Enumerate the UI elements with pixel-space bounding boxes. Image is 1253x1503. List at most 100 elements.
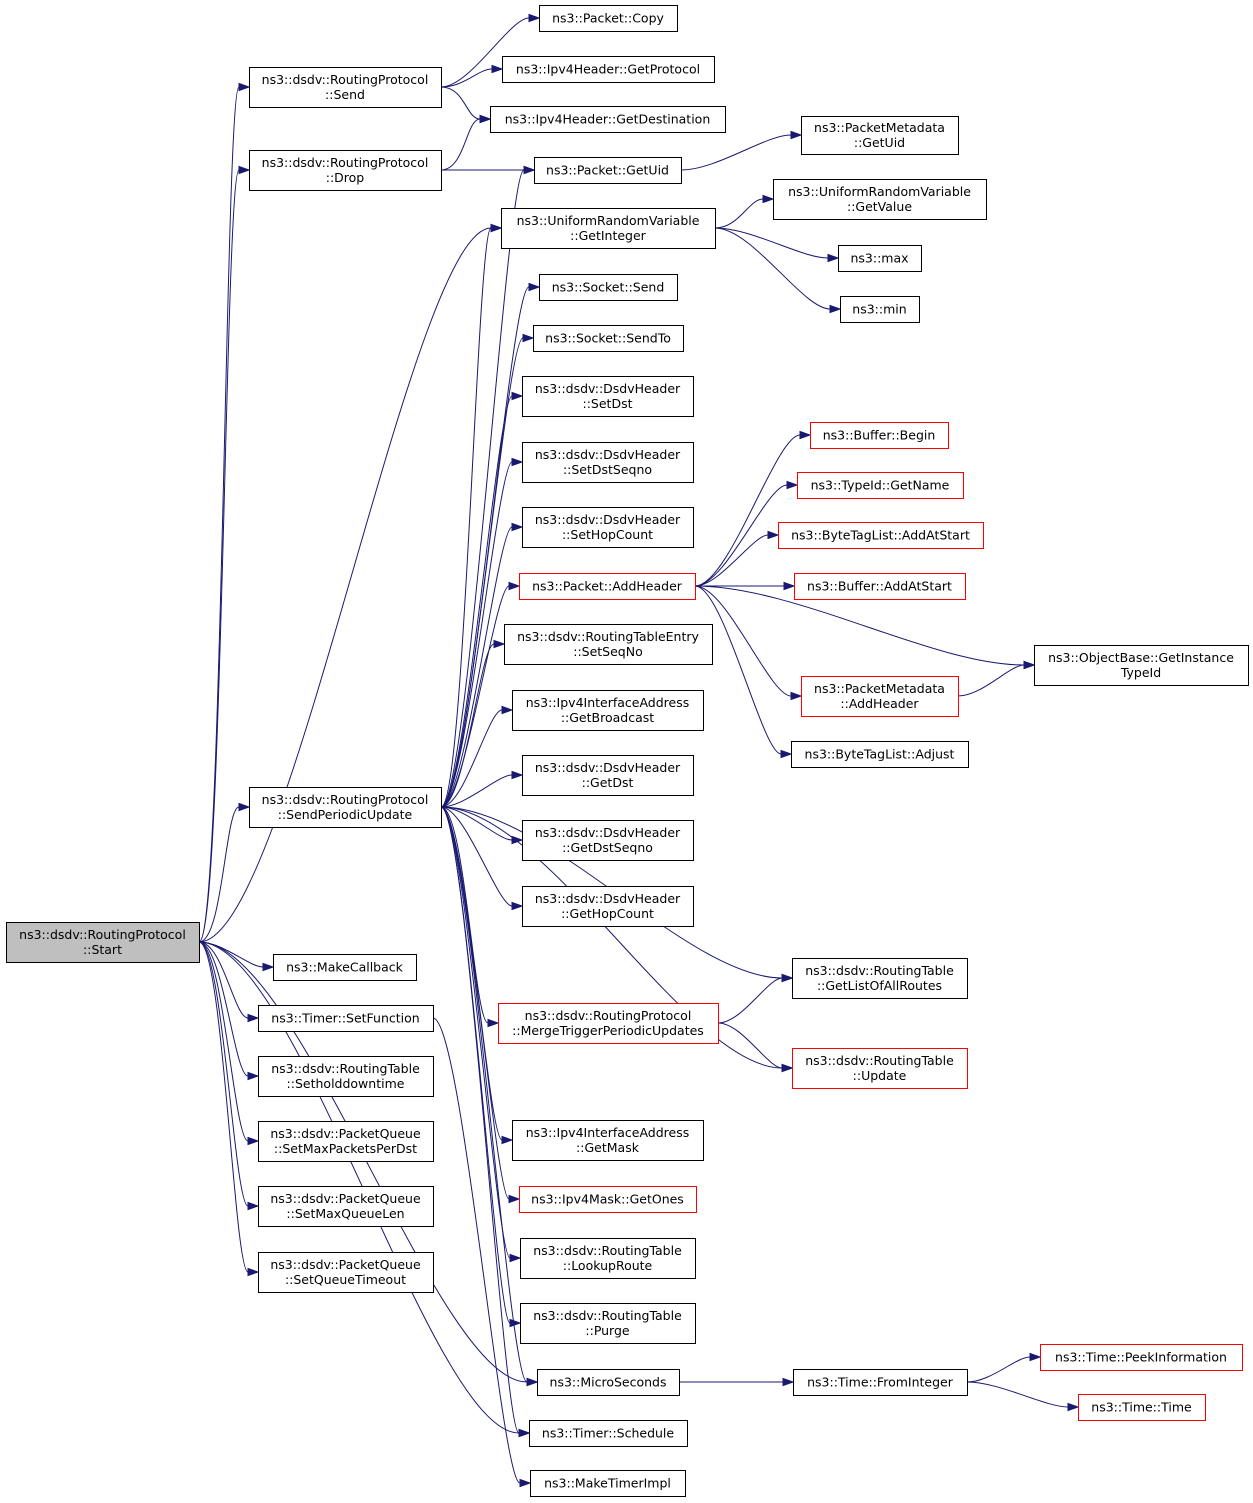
node-mkcb[interactable]: ns3::MakeCallback bbox=[273, 954, 417, 981]
node-bufstart[interactable]: ns3::Buffer::AddAtStart bbox=[794, 573, 966, 600]
node-micro[interactable]: ns3::MicroSeconds bbox=[537, 1369, 680, 1396]
edge-line bbox=[694, 585, 792, 697]
node-sched[interactable]: ns3::Timer::Schedule bbox=[529, 1420, 688, 1447]
node-label: ns3::Time::Time bbox=[1091, 1400, 1192, 1415]
node-box bbox=[773, 179, 987, 220]
node-btladj[interactable]: ns3::ByteTagList::Adjust bbox=[791, 741, 969, 768]
node-box bbox=[504, 624, 713, 665]
node-getdst[interactable]: ns3::dsdv::DsdvHeader::GetDst bbox=[522, 755, 694, 796]
node-bufbegin[interactable]: ns3::Buffer::Begin bbox=[810, 422, 949, 449]
edge-line bbox=[440, 806, 783, 1069]
edge-arrowhead bbox=[490, 223, 503, 233]
edge-arrowhead bbox=[511, 457, 524, 467]
node-drop[interactable]: ns3::dsdv::RoutingProtocol::Drop bbox=[249, 150, 442, 191]
node-addhdr[interactable]: ns3::Packet::AddHeader bbox=[519, 573, 696, 600]
node-box bbox=[512, 690, 704, 731]
edge-spu-to-setdstseq bbox=[440, 457, 524, 808]
node-label: ::AddHeader bbox=[840, 696, 919, 711]
node-setfn[interactable]: ns3::Timer::SetFunction bbox=[258, 1005, 434, 1032]
node-label: ns3::Timer::Schedule bbox=[542, 1426, 674, 1441]
edge-line bbox=[440, 118, 481, 171]
node-merge[interactable]: ns3::dsdv::RoutingProtocol::MergeTrigger… bbox=[498, 1003, 719, 1044]
edge-urvint-to-min bbox=[714, 227, 842, 314]
node-label: ::SendPeriodicUpdate bbox=[278, 807, 413, 822]
node-maxpd[interactable]: ns3::dsdv::PacketQueue::SetMaxPacketsPer… bbox=[258, 1121, 434, 1162]
node-label: ns3::dsdv::DsdvHeader bbox=[535, 381, 681, 396]
node-getones[interactable]: ns3::Ipv4Mask::GetOnes bbox=[519, 1186, 697, 1213]
node-btlstart[interactable]: ns3::ByteTagList::AddAtStart bbox=[778, 522, 984, 549]
node-min[interactable]: ns3::min bbox=[840, 296, 920, 323]
node-ssendto[interactable]: ns3::Socket::SendTo bbox=[533, 325, 684, 352]
node-box bbox=[801, 116, 959, 155]
node-box bbox=[249, 787, 442, 828]
edge-line bbox=[198, 169, 240, 943]
node-rteseq[interactable]: ns3::dsdv::RoutingTableEntry::SetSeqNo bbox=[504, 624, 713, 665]
node-box bbox=[1078, 1394, 1206, 1421]
edge-line bbox=[440, 337, 524, 808]
node-getmask[interactable]: ns3::Ipv4InterfaceAddress::GetMask bbox=[512, 1120, 704, 1161]
node-maxql[interactable]: ns3::dsdv::PacketQueue::SetMaxQueueLen bbox=[258, 1186, 434, 1227]
node-purge[interactable]: ns3::dsdv::RoutingTable::Purge bbox=[520, 1303, 696, 1344]
node-label: ns3::MakeCallback bbox=[286, 960, 404, 975]
edge-spu-to-getuid bbox=[440, 165, 536, 808]
node-setdstseq[interactable]: ns3::dsdv::DsdvHeader::SetDstSeqno bbox=[522, 442, 694, 483]
node-sethop[interactable]: ns3::dsdv::DsdvHeader::SetHopCount bbox=[522, 507, 694, 548]
edge-arrowhead bbox=[487, 1018, 500, 1028]
node-layer: ns3::dsdv::RoutingProtocol::Startns3::ds… bbox=[6, 5, 1249, 1497]
node-box bbox=[258, 1121, 434, 1162]
node-label: ns3::UniformRandomVariable bbox=[788, 184, 971, 199]
edge-spu-to-ssendto bbox=[440, 333, 535, 808]
node-box bbox=[533, 325, 684, 352]
node-label: ::GetMask bbox=[576, 1140, 640, 1155]
node-tidname[interactable]: ns3::TypeId::GetName bbox=[797, 472, 964, 499]
node-lookup[interactable]: ns3::dsdv::RoutingTable::LookupRoute bbox=[520, 1238, 696, 1279]
node-box bbox=[258, 1252, 434, 1293]
node-label: ns3::dsdv::RoutingProtocol bbox=[19, 927, 186, 942]
node-label: ns3::ObjectBase::GetInstance bbox=[1048, 650, 1234, 665]
node-max[interactable]: ns3::max bbox=[838, 245, 922, 272]
node-spu[interactable]: ns3::dsdv::RoutingProtocol::SendPeriodic… bbox=[249, 787, 442, 828]
node-start[interactable]: ns3::dsdv::RoutingProtocol::Start bbox=[6, 922, 200, 963]
node-getproto[interactable]: ns3::Ipv4Header::GetProtocol bbox=[502, 56, 715, 83]
node-box bbox=[522, 507, 694, 548]
node-getdest[interactable]: ns3::Ipv4Header::GetDestination bbox=[490, 106, 726, 133]
node-pmadd[interactable]: ns3::PacketMetadata::AddHeader bbox=[801, 676, 959, 717]
node-listall[interactable]: ns3::dsdv::RoutingTable::GetListOfAllRou… bbox=[792, 958, 968, 999]
node-gethop[interactable]: ns3::dsdv::DsdvHeader::GetHopCount bbox=[522, 886, 694, 927]
node-box bbox=[801, 676, 959, 717]
edge-arrowhead bbox=[528, 13, 541, 23]
edge-line bbox=[198, 86, 240, 943]
edge-line bbox=[714, 227, 831, 310]
node-time[interactable]: ns3::Time::Time bbox=[1078, 1394, 1206, 1421]
node-getuid[interactable]: ns3::Packet::GetUid bbox=[534, 157, 682, 184]
edge-spu-to-setdst bbox=[440, 391, 524, 808]
node-peek[interactable]: ns3::Time::PeekInformation bbox=[1040, 1344, 1243, 1371]
node-fromint[interactable]: ns3::Time::FromInteger bbox=[793, 1369, 968, 1396]
edge-arrowhead bbox=[511, 770, 524, 780]
node-label: ns3::dsdv::RoutingProtocol bbox=[262, 792, 429, 807]
edge-line bbox=[198, 941, 249, 1207]
node-box bbox=[840, 296, 920, 323]
node-bcast[interactable]: ns3::Ipv4InterfaceAddress::GetBroadcast bbox=[512, 690, 704, 731]
node-pcopy[interactable]: ns3::Packet::Copy bbox=[539, 5, 678, 32]
node-pmuid[interactable]: ns3::PacketMetadata::GetUid bbox=[801, 116, 959, 155]
node-qto[interactable]: ns3::dsdv::PacketQueue::SetQueueTimeout bbox=[258, 1252, 434, 1293]
node-update[interactable]: ns3::dsdv::RoutingTable::Update bbox=[792, 1048, 968, 1089]
edge-line bbox=[714, 227, 829, 259]
edge-micro-to-fromint bbox=[679, 1377, 795, 1387]
edge-merge-to-update bbox=[717, 1022, 794, 1073]
node-ssend[interactable]: ns3::Socket::Send bbox=[539, 274, 678, 301]
node-urvint[interactable]: ns3::UniformRandomVariable::GetInteger bbox=[501, 208, 716, 249]
edge-send-to-pcopy bbox=[440, 13, 541, 88]
node-label: ::LookupRoute bbox=[563, 1258, 653, 1273]
node-hold[interactable]: ns3::dsdv::RoutingTable::Setholddowntime bbox=[258, 1056, 434, 1097]
node-mktimer[interactable]: ns3::MakeTimerImpl bbox=[530, 1470, 686, 1497]
node-label: ns3::dsdv::PacketQueue bbox=[270, 1191, 421, 1206]
node-getdstseq[interactable]: ns3::dsdv::DsdvHeader::GetDstSeqno bbox=[522, 820, 694, 861]
node-label: ns3::Ipv4InterfaceAddress bbox=[526, 1125, 690, 1140]
node-setdst[interactable]: ns3::dsdv::DsdvHeader::SetDst bbox=[522, 376, 694, 417]
node-urvval[interactable]: ns3::UniformRandomVariable::GetValue bbox=[773, 179, 987, 220]
edge-arrowhead bbox=[829, 304, 842, 314]
node-send[interactable]: ns3::dsdv::RoutingProtocol::Send bbox=[249, 67, 442, 108]
